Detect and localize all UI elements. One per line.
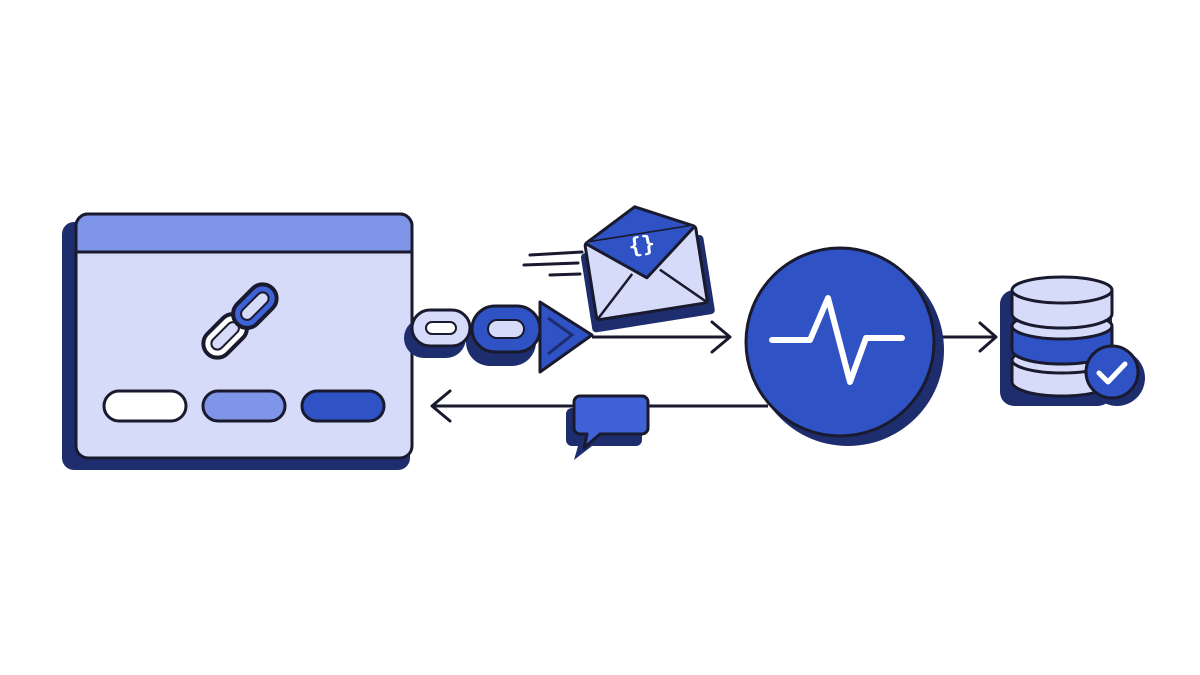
store-arrow [936,321,998,353]
window-title-bar [74,212,414,254]
heartbeat-pulse-icon [744,246,944,446]
db-top-cap [1010,275,1114,305]
chain-connector-icon [404,300,594,374]
pulse-line [769,295,905,385]
check-badge-icon [1084,344,1145,406]
chain-link-icon [201,282,279,360]
request-arrow [592,320,732,354]
browser-window-icon [62,212,414,470]
pill-button-dark [300,389,386,423]
chat-bubble-icon [566,394,650,460]
speed-line-2 [522,261,580,267]
chat-bubble-body [572,394,650,450]
envelope-code-glyph: {} [627,231,657,260]
speed-line-3 [548,272,582,277]
chain-arrowhead [538,300,594,374]
email-payload-icon: {} [522,205,715,333]
pill-button-light [201,389,287,423]
speed-line-1 [528,250,584,257]
pill-button-white [102,389,188,423]
database-icon [1000,275,1145,406]
